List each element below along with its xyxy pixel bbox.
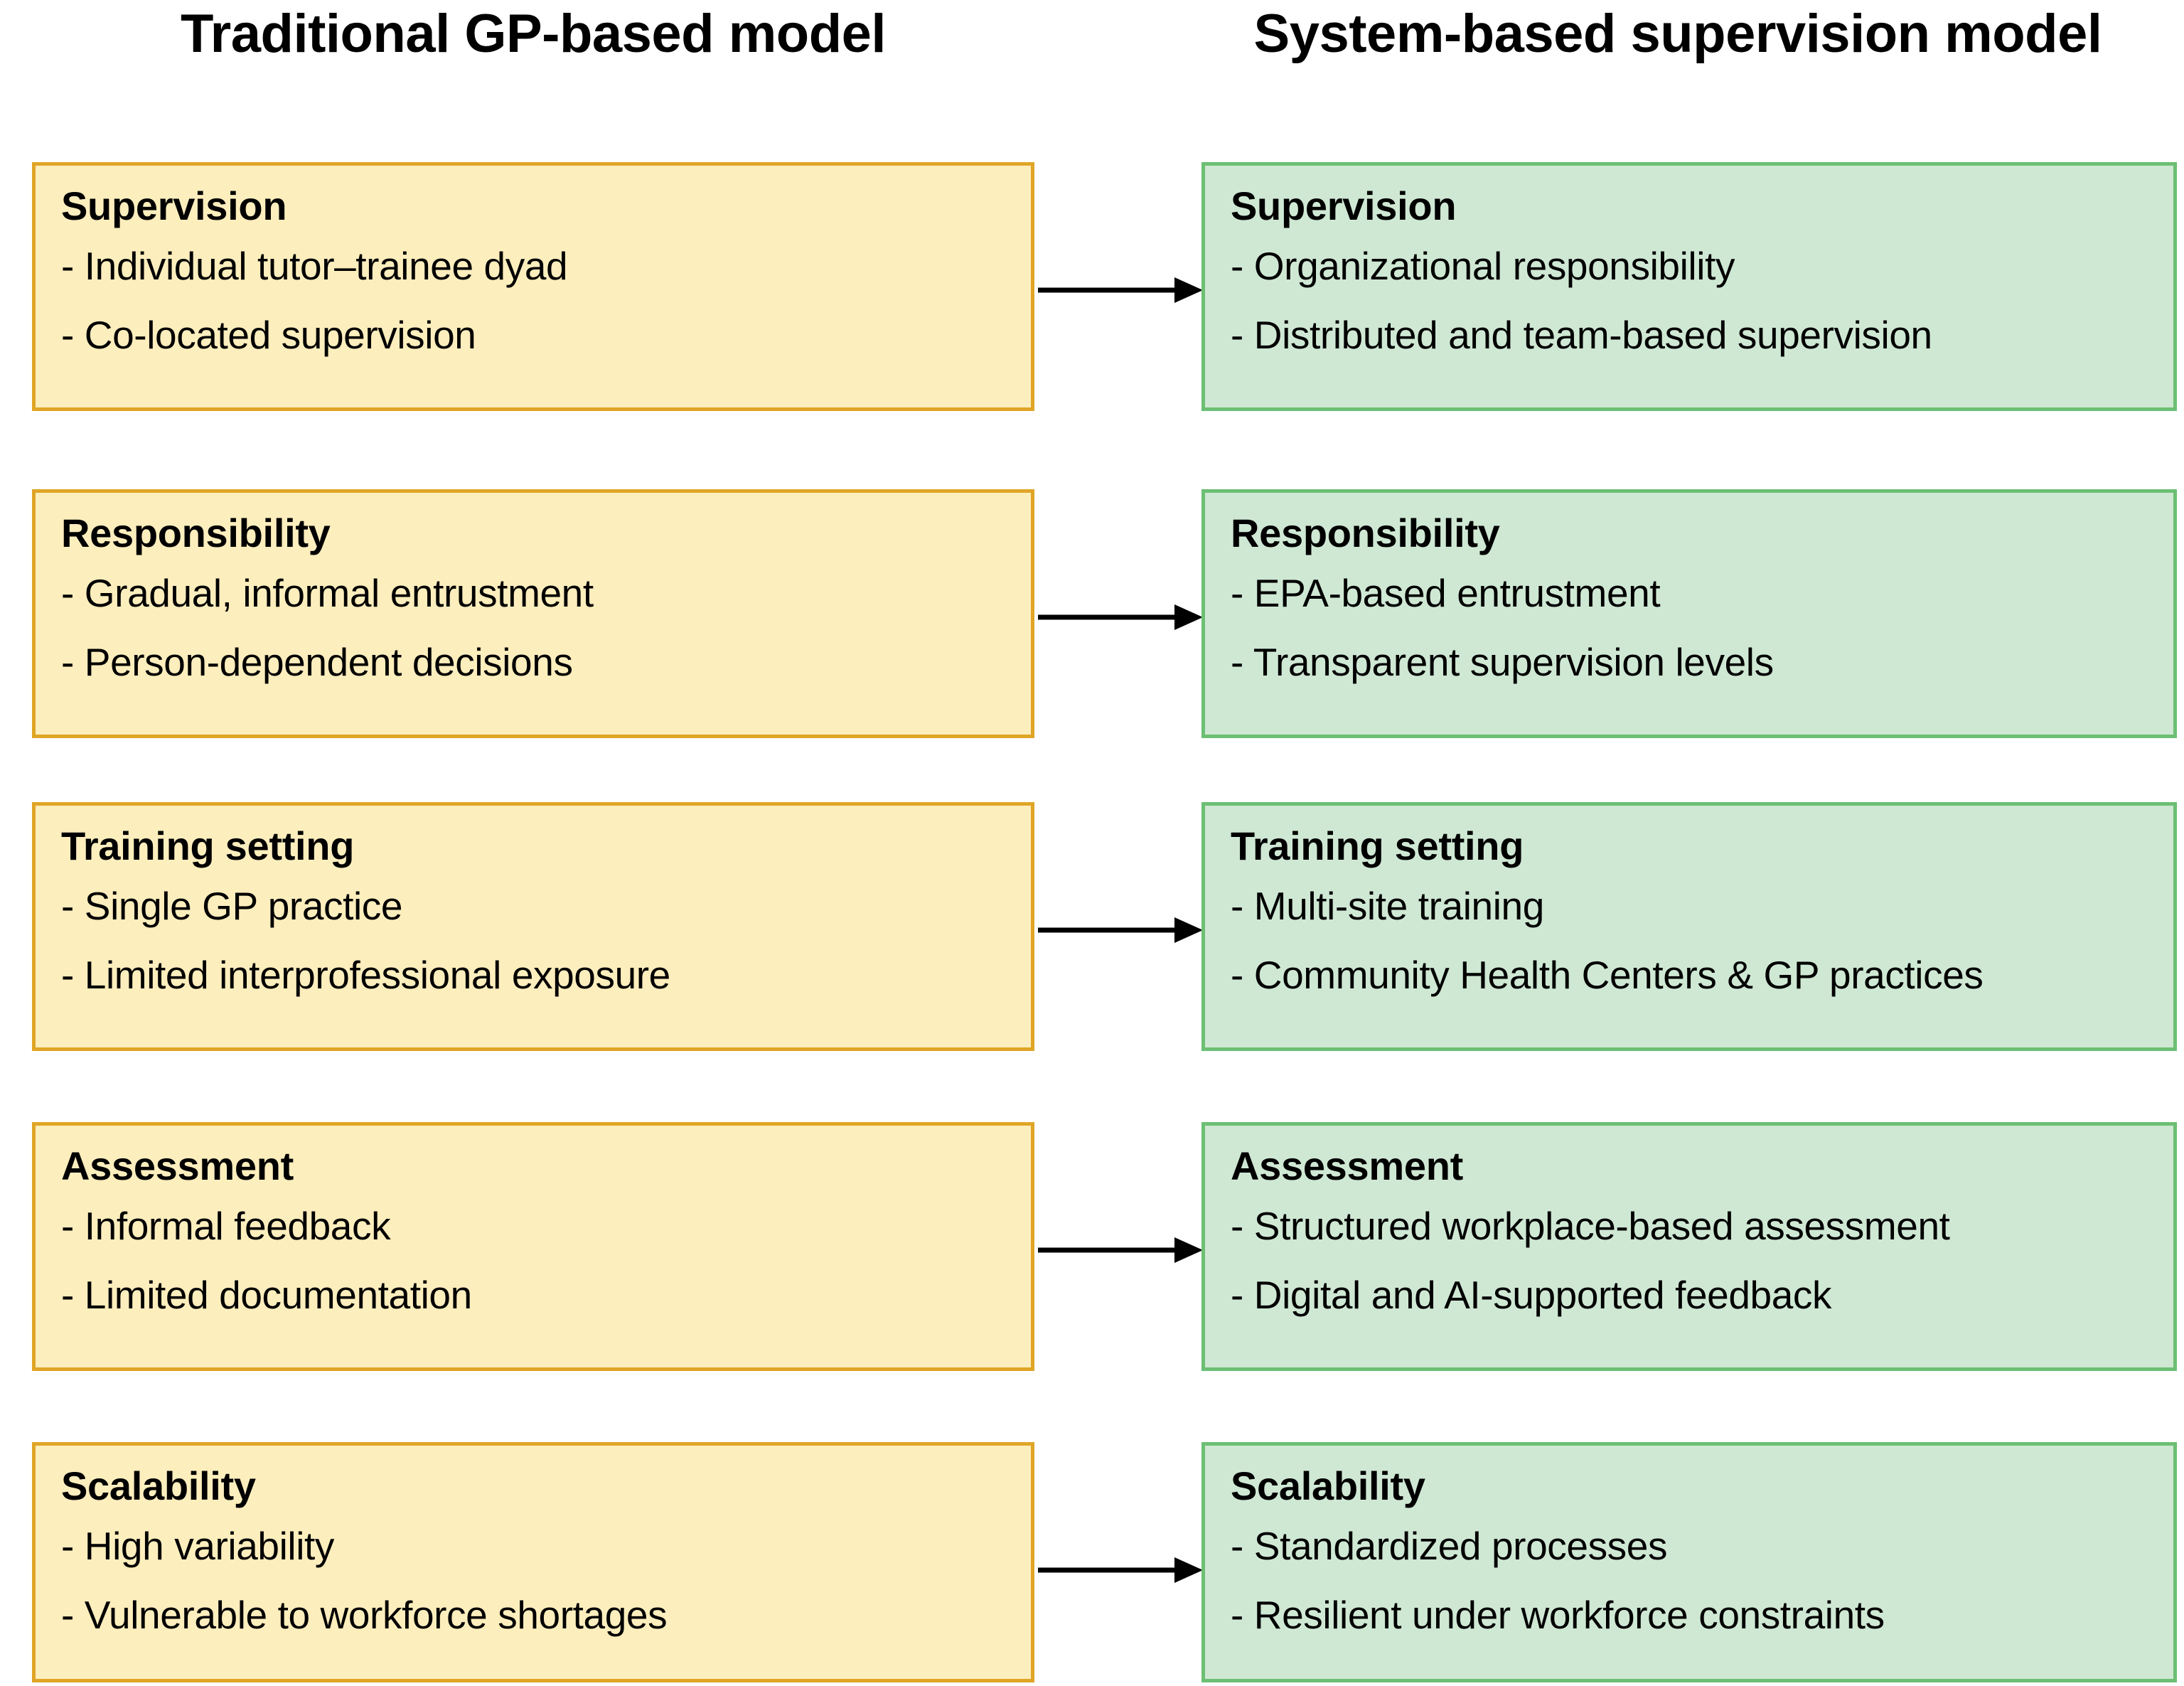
arrow-right-icon	[1038, 276, 1203, 304]
column-header-left: Traditional GP-based model	[180, 4, 887, 64]
system-model-box: Supervision - Organizational responsibil…	[1201, 162, 2177, 411]
list-item: - EPA-based entrustment	[1231, 570, 1661, 615]
box-title: Scalability	[61, 1463, 256, 1508]
column-header-right: System-based supervision model	[1253, 4, 2102, 64]
list-item: - Gradual, informal entrustment	[61, 570, 594, 615]
box-title: Responsibility	[1231, 511, 1500, 555]
box-title: Assessment	[1231, 1143, 1463, 1188]
system-model-box: Responsibility - EPA-based entrustment -…	[1201, 489, 2177, 738]
comparison-row: Supervision - Individual tutor–trainee d…	[0, 162, 2184, 411]
list-item: - Structured workplace-based assessment	[1231, 1203, 1950, 1248]
traditional-model-box: Responsibility - Gradual, informal entru…	[32, 489, 1034, 738]
list-item: - High variability	[61, 1523, 335, 1568]
bullet-list: - Structured workplace-based assessment …	[1231, 1203, 2149, 1318]
comparison-row: Responsibility - Gradual, informal entru…	[0, 489, 2184, 738]
list-item: - Distributed and team-based supervision	[1231, 313, 1932, 358]
comparison-row: Training setting - Single GP practice - …	[0, 802, 2184, 1051]
bullet-list: - Organizational responsibility - Distri…	[1231, 243, 2149, 358]
traditional-model-box: Training setting - Single GP practice - …	[32, 802, 1034, 1051]
list-item: - Limited interprofessional exposure	[61, 953, 670, 998]
list-item: - Vulnerable to workforce shortages	[61, 1593, 668, 1638]
traditional-model-box: Assessment - Informal feedback - Limited…	[32, 1122, 1034, 1371]
traditional-model-box: Scalability - High variability - Vulnera…	[32, 1442, 1034, 1682]
bullet-list: - Informal feedback - Limited documentat…	[61, 1203, 1007, 1318]
bullet-list: - High variability - Vulnerable to workf…	[61, 1523, 1007, 1638]
list-item: - Informal feedback	[61, 1203, 391, 1248]
bullet-list: - EPA-based entrustment - Transparent su…	[1231, 570, 2149, 685]
traditional-model-box: Supervision - Individual tutor–trainee d…	[32, 162, 1034, 411]
box-title: Supervision	[61, 183, 287, 228]
box-title: Responsibility	[61, 511, 331, 555]
list-item: - Digital and AI-supported feedback	[1231, 1273, 1832, 1318]
arrow-right-icon	[1038, 603, 1203, 631]
box-title: Assessment	[61, 1143, 294, 1188]
list-item: - Community Health Centers & GP practice…	[1231, 953, 1984, 998]
box-title: Training setting	[1231, 823, 1524, 868]
list-item: - Resilient under workforce constraints	[1231, 1593, 1885, 1638]
list-item: - Limited documentation	[61, 1273, 472, 1318]
list-item: - Co-located supervision	[61, 313, 476, 358]
list-item: - Standardized processes	[1231, 1523, 1668, 1568]
bullet-list: - Individual tutor–trainee dyad - Co-loc…	[61, 243, 1007, 358]
list-item: - Transparent supervision levels	[1231, 640, 1774, 685]
system-model-box: Training setting - Multi-site training -…	[1201, 802, 2177, 1051]
system-model-box: Assessment - Structured workplace-based …	[1201, 1122, 2177, 1371]
system-model-box: Scalability - Standardized processes - R…	[1201, 1442, 2177, 1682]
list-item: - Multi-site training	[1231, 883, 1544, 928]
bullet-list: - Gradual, informal entrustment - Person…	[61, 570, 1007, 685]
comparison-row: Scalability - High variability - Vulnera…	[0, 1442, 2184, 1682]
bullet-list: - Standardized processes - Resilient und…	[1231, 1523, 2149, 1638]
arrow-right-icon	[1038, 1556, 1203, 1584]
bullet-list: - Single GP practice - Limited interprof…	[61, 883, 1007, 998]
comparison-row: Assessment - Informal feedback - Limited…	[0, 1122, 2184, 1371]
list-item: - Person-dependent decisions	[61, 640, 573, 685]
bullet-list: - Multi-site training - Community Health…	[1231, 883, 2149, 998]
list-item: - Organizational responsibility	[1231, 243, 1735, 288]
box-title: Supervision	[1231, 183, 1457, 228]
box-title: Scalability	[1231, 1463, 1425, 1508]
list-item: - Individual tutor–trainee dyad	[61, 243, 568, 288]
list-item: - Single GP practice	[61, 883, 403, 928]
arrow-right-icon	[1038, 916, 1203, 944]
arrow-right-icon	[1038, 1236, 1203, 1264]
box-title: Training setting	[61, 823, 355, 868]
